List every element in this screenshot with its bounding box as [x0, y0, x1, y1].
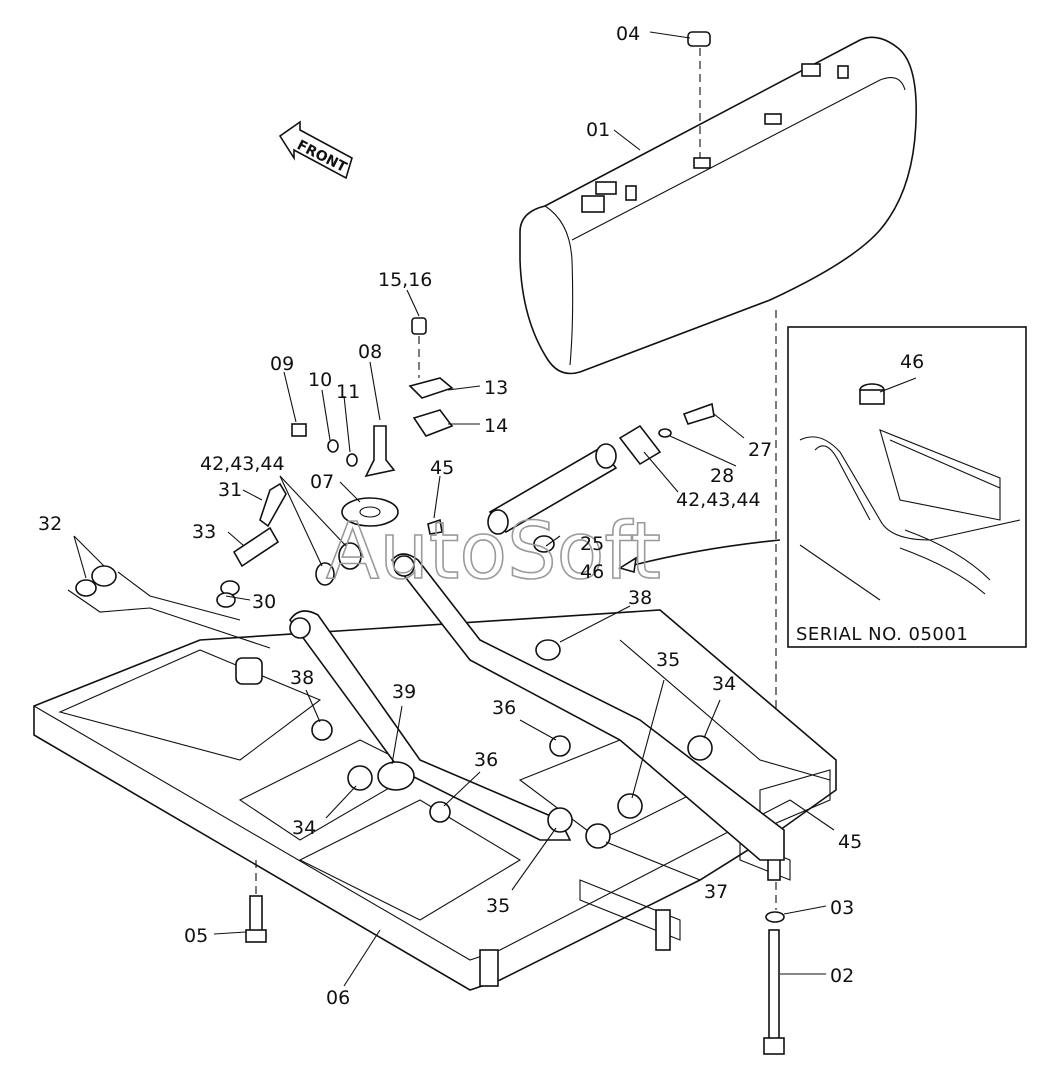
- counterweight-part: [519, 36, 917, 375]
- callout-45-text: 45: [838, 831, 862, 853]
- callout-30: 30: [252, 591, 276, 613]
- callout-33: 33: [192, 521, 216, 543]
- callout-40: 42,43,44: [676, 489, 761, 511]
- callout-03: 03: [830, 897, 854, 919]
- callout-09: 09: [270, 353, 294, 375]
- callout-38-left: 38: [290, 667, 314, 689]
- callout-05: 05: [184, 925, 208, 947]
- long-bolt-part: [763, 310, 785, 1055]
- front-label: FRONT: [294, 137, 349, 176]
- callout-35-left: 35: [486, 895, 510, 917]
- watermark: AutoSoft: [326, 507, 661, 597]
- callout-34-left: 34: [292, 817, 316, 839]
- leader-lines: [73, 31, 917, 987]
- callout-28: 28: [710, 465, 734, 487]
- callout-15-16: 15,16: [378, 269, 432, 291]
- callout-06: 06: [326, 987, 350, 1009]
- callout-14: 14: [484, 415, 508, 437]
- callout-31: 31: [218, 479, 242, 501]
- callout-04: 04: [616, 23, 640, 45]
- callout-10: 10: [308, 369, 332, 391]
- callout-34-right: 34: [712, 673, 736, 695]
- callout-11: 11: [336, 381, 360, 403]
- callout-07: 07: [310, 471, 334, 493]
- callout-38-right: 38: [628, 587, 652, 609]
- callout-41: 45: [430, 457, 454, 479]
- callout-01: 01: [586, 119, 610, 141]
- serial-inset: SERIAL NO. 05001: [787, 326, 1027, 648]
- mount-parts: [245, 639, 713, 943]
- callout-36-lower: 36: [474, 749, 498, 771]
- callout-36-upper: 36: [492, 697, 516, 719]
- callout-42-43-44: 42,43,44: [200, 453, 285, 475]
- callout-35-right: 35: [656, 649, 680, 671]
- callout-13: 13: [484, 377, 508, 399]
- callout-02: 02: [830, 965, 854, 987]
- support-arm-part: [235, 553, 785, 861]
- callout-32: 32: [38, 513, 62, 535]
- callout-39: 39: [392, 681, 416, 703]
- callout-labels: 04 01 15,16 08 09 10 11 13 14 42,43,44 4…: [38, 23, 924, 1009]
- callout-08: 08: [358, 341, 382, 363]
- callout-25: 25: [580, 533, 604, 555]
- front-arrow-icon: FRONT: [278, 120, 353, 180]
- pin-part: [487, 402, 715, 553]
- callout-46-main: 46: [580, 561, 604, 583]
- inset-caption: SERIAL NO. 05001: [796, 624, 968, 645]
- cap-part: [687, 31, 711, 158]
- callout-27: 27: [748, 439, 772, 461]
- callout-37: 37: [704, 881, 728, 903]
- callout-46: 46: [900, 351, 924, 373]
- fastener-group: [67, 317, 454, 649]
